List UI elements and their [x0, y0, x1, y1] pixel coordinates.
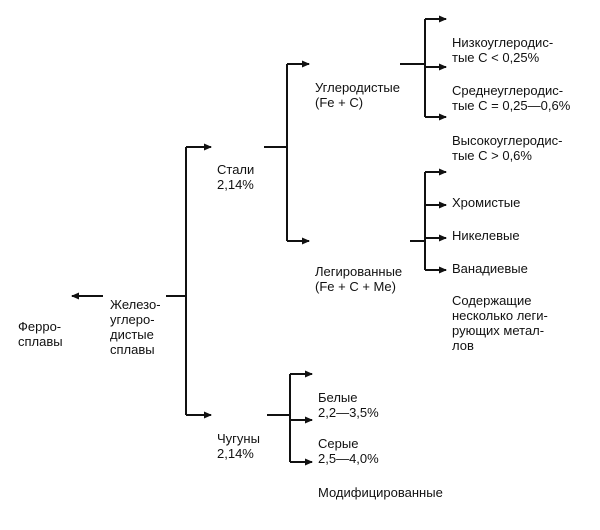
node-medium-carbon: Среднеуглеродис-тые C = 0,25—0,6%: [452, 83, 571, 113]
node-ferroalloys: Ферро-сплавы: [18, 319, 63, 349]
connector-lines: [71, 15, 447, 466]
node-carbon-steels: Углеродистые(Fe + C): [315, 80, 400, 110]
node-chromium: Хромистые: [452, 195, 521, 210]
node-alloy-steels: Легированные(Fe + C + Me): [315, 264, 403, 294]
node-high-carbon: Высокоуглеродис-тые C > 0,6%: [452, 133, 563, 163]
node-low-carbon: Низкоуглеродис-тые C < 0,25%: [452, 35, 554, 65]
node-nickel: Никелевые: [452, 228, 520, 243]
node-modified-cast-iron: Модифицированные: [318, 485, 443, 500]
node-vanadium: Ванадиевые: [452, 261, 528, 276]
